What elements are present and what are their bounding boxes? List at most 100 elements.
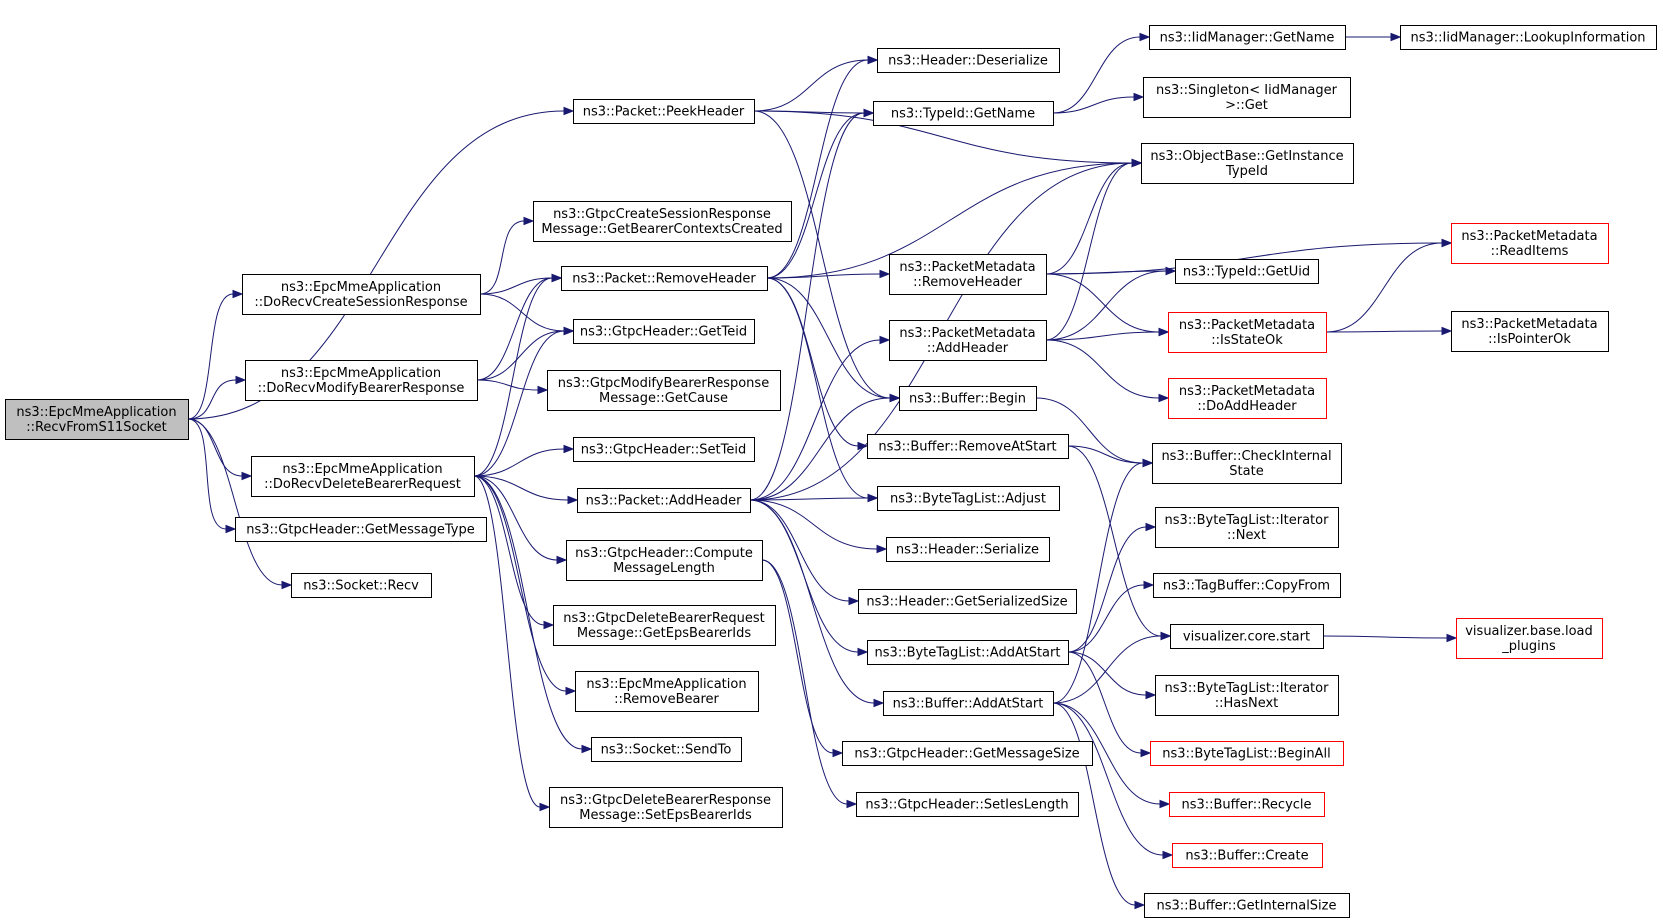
node-box[interactable] [5,399,189,440]
node-box[interactable] [883,691,1054,716]
node-ns3-epcmmeapplication-dorecvcreatesessionresponse[interactable]: ns3::EpcMmeApplication::DoRecvCreateSess… [242,274,481,315]
node-ns3-packet-removeheader[interactable]: ns3::Packet::RemoveHeader [561,266,768,291]
node-visualizer-core-start[interactable]: visualizer.core.start [1170,624,1324,649]
node-ns3-gtpcdeletebearerresponse-message-setepsbearerids[interactable]: ns3::GtpcDeleteBearerResponseMessage::Se… [549,787,783,828]
node-ns3-buffer-removeatstart[interactable]: ns3::Buffer::RemoveAtStart [867,434,1069,459]
node-ns3-socket-sendto[interactable]: ns3::Socket::SendTo [591,737,742,762]
node-ns3-packet-addheader[interactable]: ns3::Packet::AddHeader [577,488,751,513]
node-box[interactable] [577,488,751,513]
node-box[interactable] [867,640,1069,665]
node-box[interactable] [549,787,783,828]
node-ns3-bytetaglist-beginall[interactable]: ns3::ByteTagList::BeginAll [1150,741,1344,766]
node-ns3-buffer-create[interactable]: ns3::Buffer::Create [1172,843,1323,868]
node-box[interactable] [561,266,768,291]
node-ns3-buffer-getinternalsize[interactable]: ns3::Buffer::GetInternalSize [1144,893,1350,918]
node-box[interactable] [1400,25,1657,50]
node-ns3-packetmetadata-doaddheader[interactable]: ns3::PacketMetadata::DoAddHeader [1168,378,1327,419]
node-box[interactable] [1451,311,1609,352]
node-ns3-gtpcheader-getteid[interactable]: ns3::GtpcHeader::GetTeid [573,319,755,344]
node-box[interactable] [1141,143,1354,184]
node-box[interactable] [566,540,763,581]
node-ns3-bytetaglist-iterator-hasnext[interactable]: ns3::ByteTagList::Iterator::HasNext [1155,675,1339,716]
node-box[interactable] [858,589,1077,614]
node-ns3-epcmmeapplication-recvfroms11socket[interactable]: ns3::EpcMmeApplication::RecvFromS11Socke… [5,399,189,440]
node-ns3-header-deserialize[interactable]: ns3::Header::Deserialize [877,48,1060,73]
node-box[interactable] [1155,507,1339,548]
node-box[interactable] [1143,77,1351,118]
node-ns3-packetmetadata-readitems[interactable]: ns3::PacketMetadata::ReadItems [1451,223,1609,264]
node-ns3-singleton-iidmanager-get[interactable]: ns3::Singleton< IidManager>::Get [1143,77,1351,118]
node-box[interactable] [877,486,1060,511]
node-ns3-gtpcheader-setieslength[interactable]: ns3::GtpcHeader::SetIesLength [856,792,1079,817]
node-ns3-packetmetadata-ispointerok[interactable]: ns3::PacketMetadata::IsPointerOk [1451,311,1609,352]
node-ns3-packetmetadata-isstateok[interactable]: ns3::PacketMetadata::IsStateOk [1168,312,1327,353]
node-ns3-tagbuffer-copyfrom[interactable]: ns3::TagBuffer::CopyFrom [1153,573,1341,598]
node-box[interactable] [1175,259,1319,284]
node-box[interactable] [886,537,1050,562]
node-box[interactable] [842,741,1093,766]
node-ns3-gtpcheader-getmessagetype[interactable]: ns3::GtpcHeader::GetMessageType [235,517,487,542]
node-box[interactable] [1172,843,1323,868]
node-box[interactable] [1153,573,1341,598]
node-ns3-typeid-getuid[interactable]: ns3::TypeId::GetUid [1175,259,1319,284]
node-ns3-header-serialize[interactable]: ns3::Header::Serialize [886,537,1050,562]
node-box[interactable] [1170,624,1324,649]
node-box[interactable] [1150,741,1344,766]
node-box[interactable] [291,573,432,598]
node-box[interactable] [1456,618,1603,659]
node-box[interactable] [1144,893,1350,918]
node-ns3-gtpcheader-setteid[interactable]: ns3::GtpcHeader::SetTeid [573,437,755,462]
node-ns3-bytetaglist-addatstart[interactable]: ns3::ByteTagList::AddAtStart [867,640,1069,665]
node-box[interactable] [1152,443,1342,484]
node-box[interactable] [547,370,781,411]
node-box[interactable] [1149,25,1346,50]
node-ns3-gtpccreatesessionresponse-message-getbearercontextscreated[interactable]: ns3::GtpcCreateSessionResponseMessage::G… [533,201,792,242]
node-box[interactable] [573,99,755,124]
node-ns3-typeid-getname[interactable]: ns3::TypeId::GetName [873,101,1054,126]
node-box[interactable] [873,101,1054,126]
node-visualizer-base-load-plugins[interactable]: visualizer.base.load_plugins [1456,618,1603,659]
node-ns3-buffer-begin[interactable]: ns3::Buffer::Begin [899,386,1037,411]
node-box[interactable] [251,456,475,497]
node-box[interactable] [1168,378,1327,419]
node-ns3-gtpcheader-getmessagesize[interactable]: ns3::GtpcHeader::GetMessageSize [842,741,1093,766]
node-ns3-packetmetadata-addheader[interactable]: ns3::PacketMetadata::AddHeader [889,320,1047,361]
node-box[interactable] [1451,223,1609,264]
node-ns3-packetmetadata-removeheader[interactable]: ns3::PacketMetadata::RemoveHeader [889,254,1047,295]
node-box[interactable] [899,386,1037,411]
node-ns3-gtpcdeletebearerrequest-message-getepsbearerids[interactable]: ns3::GtpcDeleteBearerRequestMessage::Get… [553,605,776,646]
node-box[interactable] [856,792,1079,817]
node-ns3-epcmmeapplication-removebearer[interactable]: ns3::EpcMmeApplication::RemoveBearer [575,671,759,712]
node-ns3-header-getserializedsize[interactable]: ns3::Header::GetSerializedSize [858,589,1077,614]
node-ns3-epcmmeapplication-dorecvdeletebearerrequest[interactable]: ns3::EpcMmeApplication::DoRecvDeleteBear… [251,456,475,497]
node-box[interactable] [1169,792,1325,817]
node-box[interactable] [889,320,1047,361]
node-box[interactable] [573,437,755,462]
node-box[interactable] [1168,312,1327,353]
node-box[interactable] [877,48,1060,73]
node-ns3-buffer-recycle[interactable]: ns3::Buffer::Recycle [1169,792,1325,817]
node-ns3-socket-recv[interactable]: ns3::Socket::Recv [291,573,432,598]
node-ns3-iidmanager-lookupinformation[interactable]: ns3::IidManager::LookupInformation [1400,25,1657,50]
node-box[interactable] [867,434,1069,459]
node-box[interactable] [242,274,481,315]
node-ns3-epcmmeapplication-dorecvmodifybearerresponse[interactable]: ns3::EpcMmeApplication::DoRecvModifyBear… [245,360,478,401]
node-box[interactable] [591,737,742,762]
node-ns3-iidmanager-getname[interactable]: ns3::IidManager::GetName [1149,25,1346,50]
node-ns3-packet-peekheader[interactable]: ns3::Packet::PeekHeader [573,99,755,124]
node-box[interactable] [235,517,487,542]
node-box[interactable] [245,360,478,401]
node-box[interactable] [575,671,759,712]
node-ns3-buffer-addatstart[interactable]: ns3::Buffer::AddAtStart [883,691,1054,716]
node-box[interactable] [573,319,755,344]
node-box[interactable] [533,201,792,242]
node-box[interactable] [889,254,1047,295]
node-ns3-bytetaglist-iterator-next[interactable]: ns3::ByteTagList::Iterator::Next [1155,507,1339,548]
node-ns3-bytetaglist-adjust[interactable]: ns3::ByteTagList::Adjust [877,486,1060,511]
node-ns3-gtpcmodifybearerresponse-message-getcause[interactable]: ns3::GtpcModifyBearerResponseMessage::Ge… [547,370,781,411]
node-box[interactable] [1155,675,1339,716]
node-box[interactable] [553,605,776,646]
